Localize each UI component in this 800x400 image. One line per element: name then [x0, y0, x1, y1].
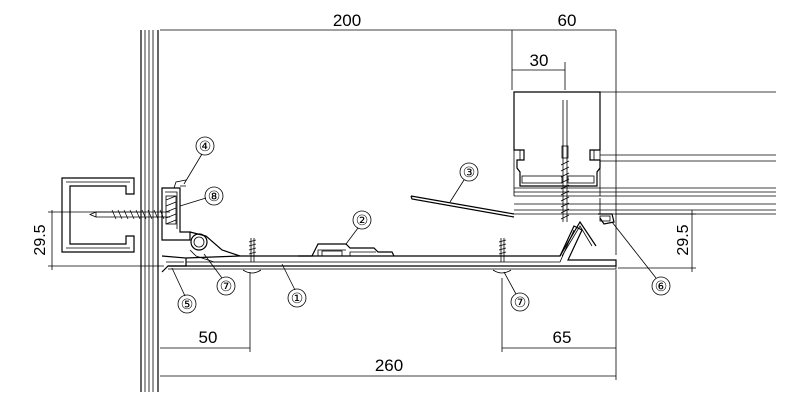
- svg-text:③: ③: [463, 164, 476, 180]
- callout-7-right: ⑦: [510, 292, 530, 312]
- bottom-trim: [168, 213, 617, 270]
- dimension-right-height: 29.5: [675, 224, 692, 255]
- dimension-left-height: 29.5: [32, 224, 49, 255]
- dimension-bottom-left: 50: [199, 328, 218, 347]
- svg-text:④: ④: [199, 138, 212, 154]
- svg-text:②: ②: [356, 212, 369, 228]
- svg-text:⑧: ⑧: [208, 188, 221, 204]
- callout-8: ⑧: [204, 186, 224, 206]
- callout-6: ⑥: [651, 276, 671, 296]
- callout-2: ②: [352, 210, 372, 230]
- joint-cover: [298, 243, 395, 257]
- callout-3: ③: [459, 162, 479, 182]
- right-height-dimension: [616, 210, 696, 272]
- wall: [140, 30, 159, 392]
- callout-5: ⑤: [177, 294, 197, 314]
- svg-text:①: ①: [291, 290, 304, 306]
- dimension-top-right: 60: [558, 11, 577, 30]
- callout-4: ④: [195, 136, 215, 156]
- dimension-bottom-total: 260: [375, 356, 403, 375]
- c-channel-bracket: [61, 177, 170, 253]
- dimension-top-main: 200: [333, 11, 361, 30]
- leader-lines: [171, 153, 657, 297]
- svg-text:⑦: ⑦: [220, 278, 233, 294]
- sloped-flashing: [410, 195, 515, 218]
- svg-text:⑥: ⑥: [655, 278, 668, 294]
- left-height-dimension: [48, 210, 164, 270]
- trim-screws: [242, 238, 512, 274]
- clip-assembly: [161, 179, 241, 273]
- top-dimension-lines: [160, 29, 617, 255]
- svg-text:⑤: ⑤: [181, 296, 194, 312]
- callout-7-left: ⑦: [216, 276, 236, 296]
- glazing-frame: [513, 91, 776, 222]
- callout-1: ①: [287, 288, 307, 308]
- bottom-dimension-lines: [160, 270, 617, 380]
- svg-text:⑦: ⑦: [514, 294, 527, 310]
- dimension-inner-offset: 30: [530, 51, 549, 70]
- dimension-bottom-right: 65: [553, 328, 572, 347]
